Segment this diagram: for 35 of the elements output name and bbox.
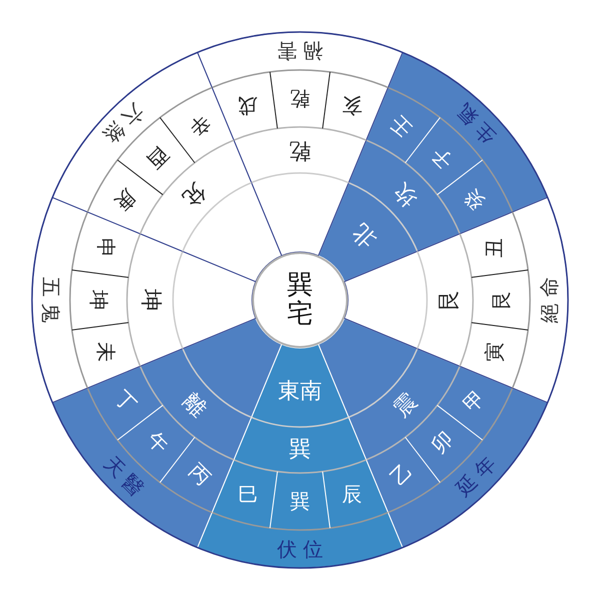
mountain-label: 戌 (238, 96, 258, 116)
trigram-label: 坎 (390, 178, 422, 210)
trigram-label: 震 (390, 390, 422, 422)
mountain-label: 申 (96, 238, 116, 258)
mountain-label: 丙 (185, 460, 214, 488)
house-label: 巽宅 (287, 271, 313, 329)
mountain-label: 巽 (290, 491, 310, 511)
mountain-label: 癸 (460, 185, 488, 214)
mountain-label: 艮 (491, 290, 511, 310)
star-name-label: 伏位 (276, 539, 329, 559)
mountain-label: 丑 (484, 238, 504, 258)
mountain-label: 乾 (290, 89, 310, 109)
trigram-label: 乾 (289, 139, 311, 161)
direction-label: 東南 (278, 381, 322, 403)
mountain-label: 亥 (342, 96, 362, 116)
mountain-label: 坤 (89, 290, 109, 310)
star-name-label: 禍害 (271, 41, 324, 61)
trigram-label: 艮 (439, 289, 461, 311)
mountain-label: 巳 (238, 484, 258, 504)
mountain-label: 寅 (484, 342, 504, 362)
star-name-label: 五鬼 (41, 276, 61, 329)
mountain-label: 庚 (112, 185, 140, 214)
mountain-label: 辛 (185, 112, 214, 140)
star-name-label: 絕命 (539, 271, 559, 325)
trigram-label: 巽 (289, 439, 311, 461)
mountain-label: 乙 (386, 460, 415, 488)
mountain-label: 辰 (342, 484, 362, 504)
trigram-label: 兌 (178, 178, 210, 210)
mountain-label: 未 (96, 342, 116, 362)
mountain-label: 甲 (460, 386, 488, 415)
trigram-label: 坤 (139, 289, 161, 311)
trigram-label: 離 (178, 390, 210, 422)
mountain-label: 丁 (112, 386, 140, 415)
direction-label: 北 (350, 219, 381, 250)
mountain-label: 壬 (386, 112, 415, 140)
